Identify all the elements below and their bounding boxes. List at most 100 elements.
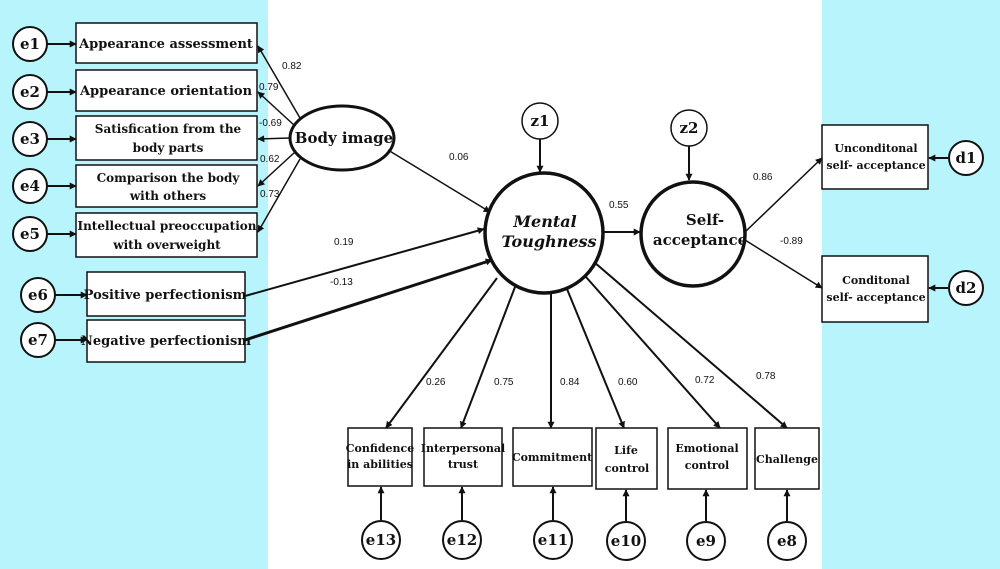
indicator-box [86,271,246,317]
structural-path [244,258,493,342]
loading-arrow [257,151,296,187]
loading-coefficient: 0.86 [753,172,773,183]
indicator-label: control [685,459,729,472]
error-label: e2 [20,83,40,101]
loading-arrow [257,158,301,233]
self-acceptance-indicator: -0.89 Conditonal self- acceptance d2 [744,236,984,323]
indicator-label: Commitment [512,451,593,464]
loading-arrow [744,239,823,289]
body-indicator: e3 Satisfication from the body parts -0.… [12,115,291,161]
latent-label: Mental [512,212,576,231]
loading-coefficient: 0.84 [560,377,580,388]
indicator-box [754,427,820,490]
loading-coefficient: -0.89 [780,236,803,247]
error-label: e12 [447,531,477,549]
loading-arrow [459,286,516,429]
indicator-label: control [605,462,649,475]
mental-indicator: 0.75 Interpersonal trust e12 [421,286,516,560]
path-coefficient: 0.55 [609,200,629,211]
mental-indicator: 0.60 Life control e10 [566,288,658,561]
body-indicator: e2 Appearance orientation 0.79 [12,69,296,127]
error-node [533,520,573,560]
body-indicator: e1 Appearance assessment 0.82 [12,22,302,119]
mental-toughness-construct: Mental Toughness [483,171,605,295]
path-coefficient: 0.06 [449,152,469,163]
loading-coefficient: 0.82 [282,61,302,72]
indicator-label: Conditonal [842,274,910,287]
loading-arrow [257,45,301,119]
self-acceptance-indicator: 0.86 Unconditonal self- acceptance d1 [744,124,984,233]
error-node [686,521,726,561]
indicator-box [75,164,258,208]
structural-path [387,149,491,213]
error-label: e1 [20,35,40,53]
error-label: e4 [20,177,40,195]
indicator-label: in abilities [347,458,413,471]
loading-coefficient: 0.62 [260,154,280,165]
loading-arrow [593,261,788,429]
indicator-box [347,427,413,487]
latent-label: acceptance [653,231,747,249]
error-label: e8 [777,532,797,550]
loading-coefficient: 0.26 [426,377,446,388]
error-label: e9 [696,532,716,550]
error-label: e6 [28,286,48,304]
perfectionism-variable: e6 Positive perfectionism 0.19 [20,227,485,317]
indicator-box [512,427,593,487]
indicator-box [667,427,748,490]
indicator-label: Appearance assessment [78,37,253,52]
mental-indicator: 0.78 Challenge e8 [593,261,820,561]
indicator-box [595,427,658,490]
mental-indicator: 0.72 Emotional control e9 [585,276,748,561]
disturbance-label: z1 [531,112,550,130]
loading-arrow [257,91,296,127]
indicator-label: Emotional [675,442,738,455]
error-node [767,521,807,561]
loading-coefficient: 0.60 [618,377,638,388]
latent-ellipse [288,104,396,172]
indicator-label: Intellectual preoccupation [77,219,256,233]
error-label: e10 [611,532,641,550]
indicator-label: Challenge [756,453,818,466]
loading-arrow [585,276,721,429]
mental-indicator: 0.26 Confidence in abilities e13 [346,277,498,560]
loading-arrow [257,135,291,143]
indicator-label: self- acceptance [826,291,925,304]
structural-path [244,227,485,297]
indicator-label: Comparison the body [97,171,241,185]
indicator-label: Positive perfectionism [84,288,247,303]
indicator-box [75,115,258,161]
latent-label: Body image [295,129,393,147]
indicator-label: Negative perfectionism [81,334,251,349]
indicator-label: Confidence [346,442,414,455]
indicator-label: Unconditonal [834,142,917,155]
error-node [606,521,646,561]
indicator-box [821,124,929,190]
body-indicator: e4 Comparison the body with others 0.62 [12,151,296,208]
disturbance-label: z2 [680,119,699,137]
indicator-label: Appearance orientation [79,84,253,99]
error-node [948,140,984,176]
loading-coefficient: 0.75 [494,377,514,388]
error-label: d2 [956,279,977,297]
body-image-construct: Body image [288,104,396,172]
indicator-label: with overweight [112,238,221,252]
indicator-label: self- acceptance [826,159,925,172]
latent-label: Self- [686,211,724,229]
indicator-box [86,319,246,363]
indicator-label: Interpersonal [421,442,505,455]
indicator-label: body parts [133,141,204,155]
indicator-label: trust [448,458,479,471]
loading-coefficient: 0.78 [756,371,776,382]
path-coefficient: -0.13 [330,277,353,288]
error-label: e13 [366,531,396,549]
loading-coefficient: 0.72 [695,375,715,386]
error-label: e5 [20,225,40,243]
mental-indicator: 0.84 Commitment e11 [512,293,593,560]
path-coefficient: 0.19 [334,237,354,248]
indicator-label: Life [614,444,638,457]
disturbance: z2 [670,109,708,181]
indicator-box [75,22,258,64]
error-node [948,270,984,306]
error-label: e3 [20,130,40,148]
